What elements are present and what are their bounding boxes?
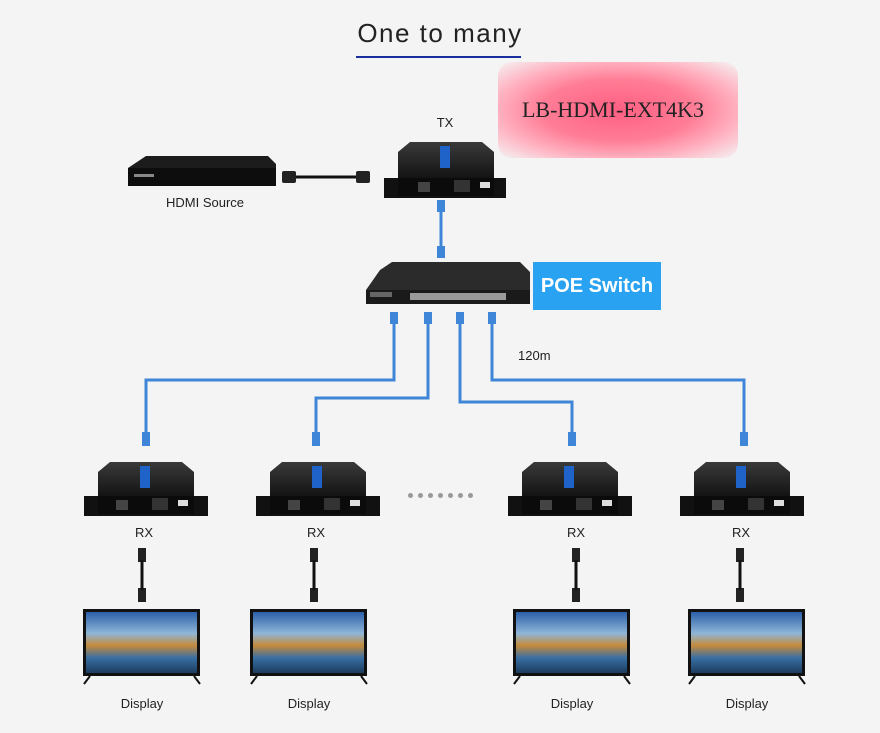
model-highlight (498, 62, 738, 158)
tx-unit (384, 142, 506, 198)
title-underline (356, 56, 521, 58)
display-label-3: Display (550, 696, 594, 711)
rx-label-2: RX (306, 525, 326, 540)
page-title: One to many (357, 18, 523, 48)
more-receivers-ellipsis (408, 485, 478, 503)
hdmi-cable (282, 171, 370, 183)
hdmi-cables-rx-to-display (138, 548, 744, 602)
rx-label-1: RX (134, 525, 154, 540)
rx-unit-1 (84, 462, 208, 516)
display-1 (83, 609, 201, 685)
network-cable-tx-to-switch (437, 200, 445, 258)
rx-unit-3 (508, 462, 632, 516)
distance-label: 120m (518, 348, 551, 363)
display-label-4: Display (725, 696, 769, 711)
model-label: LB-HDMI-EXT4K3 (521, 97, 705, 122)
display-2 (250, 609, 368, 685)
display-3 (513, 609, 631, 685)
rx-label-4: RX (731, 525, 751, 540)
rx-unit-4 (680, 462, 804, 516)
network-plugs (142, 312, 748, 446)
poe-switch-badge: POE Switch (533, 262, 661, 310)
network-cables-switch-to-rx (144, 320, 746, 438)
display-label-1: Display (120, 696, 164, 711)
hdmi-source-device (128, 156, 276, 186)
hdmi-source-label: HDMI Source (165, 195, 245, 210)
poe-switch-device (366, 262, 530, 304)
rx-unit-2 (256, 462, 380, 516)
display-4 (688, 609, 806, 685)
display-label-2: Display (287, 696, 331, 711)
rx-label-3: RX (566, 525, 586, 540)
tx-label: TX (436, 115, 454, 130)
